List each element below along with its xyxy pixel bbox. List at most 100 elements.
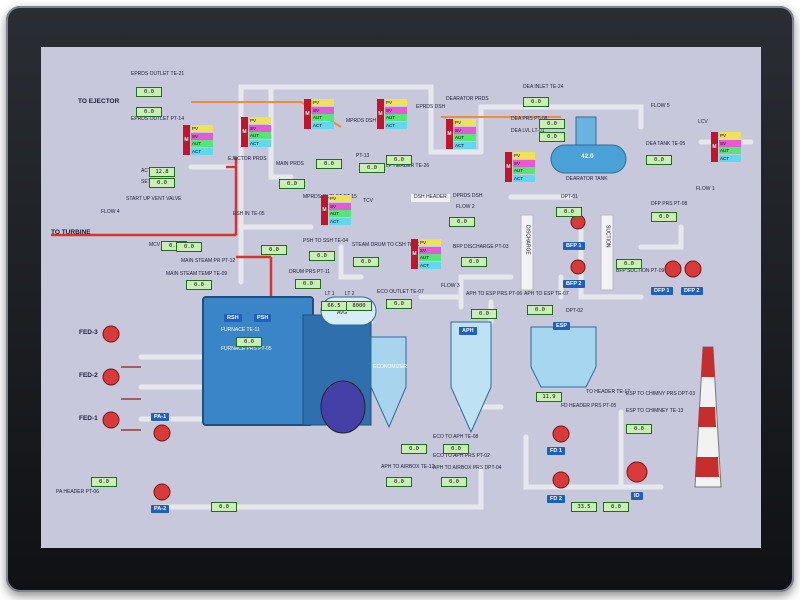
manual-mode-indicator[interactable]: M (241, 117, 248, 147)
pid-faceplate-mprds[interactable]: M PV SV AUT ACT (304, 99, 334, 129)
aph-to-airbox-pr-label: APH TO AIRBOX PRS DPT-04 (433, 465, 502, 471)
pv-row: PV (385, 99, 407, 106)
pid-faceplate-lcv[interactable]: M PV SV AUT ACT (711, 132, 741, 162)
value-readout: 0.0 (386, 299, 412, 309)
bfp1-tag[interactable]: BFP 1 (563, 242, 585, 250)
sv-row: SV (329, 202, 351, 210)
bfp2-tag[interactable]: BFP 2 (563, 280, 585, 288)
dprds-dsh-label: DPRDS DSH (453, 193, 483, 199)
pid-faceplate-tcv[interactable]: M PV SV AUT ACT (321, 195, 351, 225)
value-readout: 0.0 (443, 444, 469, 454)
value-readout: 0.0 (527, 305, 553, 315)
lt2-value: 8000 (346, 301, 372, 311)
manual-mode-indicator[interactable]: M (411, 239, 418, 269)
value-readout: 0.0 (136, 107, 162, 117)
flow2-label: FLOW 2 (456, 204, 475, 210)
pa1-tag[interactable]: PA-1 (151, 413, 170, 421)
pv-row: PV (719, 132, 741, 139)
dfp1-tag[interactable]: DFP 1 (651, 287, 673, 295)
fd2-tag[interactable]: FD 2 (547, 495, 565, 503)
value-readout: 0.0 (353, 257, 379, 267)
sv-row: SV (419, 246, 441, 254)
pid-faceplate-ejector[interactable]: M PV SV AUT ACT (183, 125, 213, 155)
value-readout: 0.0 (556, 207, 582, 217)
discharge-label: DISCHARGE (524, 225, 531, 255)
aph-to-esp-label: APH TO ESP PRS PT-06 (466, 291, 523, 297)
lt1-value: 66.5 (321, 301, 347, 311)
value-readout: 0.0 (236, 337, 262, 347)
bfp-suction-label: BFP SUCTION PT-09 (616, 268, 665, 274)
sv-row: SV (513, 159, 535, 167)
fd1-tag[interactable]: FD 1 (547, 447, 565, 455)
psh-tag[interactable]: PSH (254, 314, 272, 322)
fed2-label[interactable]: FED-2 (79, 372, 98, 379)
manual-mode-indicator[interactable]: M (711, 132, 718, 162)
manual-mode-indicator[interactable]: M (377, 99, 384, 129)
aph-to-airbox-label: APH TO AIRBOX TE-12 (381, 464, 435, 470)
pid-faceplate-eprds[interactable]: M PV SV AUT ACT (377, 99, 407, 129)
value-readout: 0.0 (386, 477, 412, 487)
eprds-outlet-pt-label: EPRDS OUTLET PT-14 (131, 116, 184, 122)
value-readout: 0.0 (309, 251, 335, 261)
eprds-dsh-label: EPRDS DSH (416, 104, 446, 110)
esp-to-chimney-label: ESP TO CHIMNEY TE-13 (626, 408, 684, 414)
flow1-label: FLOW 1 (696, 186, 715, 192)
dea-inlet-label: DEA INLET TE-24 (523, 84, 564, 90)
manual-mode-indicator[interactable]: M (321, 195, 328, 225)
lt1-label: LT 1 (325, 291, 335, 297)
manual-mode-indicator[interactable]: M (446, 119, 453, 149)
set-label: SET (141, 179, 151, 185)
manual-mode-indicator[interactable]: M (505, 152, 512, 182)
aut-row: AUT (329, 210, 351, 217)
fed1-label[interactable]: FED-1 (79, 415, 98, 422)
id-tag[interactable]: ID (631, 492, 643, 500)
eco-outlet-label: ECO OUTLET TE-07 (377, 289, 424, 295)
value-readout: 0.0 (295, 279, 321, 289)
manual-mode-indicator[interactable]: M (183, 125, 190, 155)
pa2-tag[interactable]: PA-2 (151, 505, 170, 513)
pid-faceplate-fcv[interactable]: M PV SV AUT ACT (411, 239, 441, 269)
furnace-temp-label: FURNACE TE-11 (221, 327, 260, 333)
value-readout: 0.0 (211, 502, 237, 512)
tcv-label: TCV (363, 198, 373, 204)
value-readout: 0.0 (441, 477, 467, 487)
fd-header-label: FD HEADER PRS PT-05 (561, 403, 617, 409)
act-row: ACT (249, 139, 271, 147)
prds-outlet-label: EPRDS OUTLET TE-21 (131, 71, 185, 77)
to-ejector-label: TO EJECTOR (78, 98, 120, 105)
pt13-label: PT-13 (356, 153, 370, 159)
act-row: ACT (419, 261, 441, 269)
mcv2-label: MCV 2 (149, 242, 165, 248)
act-row: ACT (719, 154, 741, 162)
value-readout: 0.0 (176, 242, 202, 252)
rsh-tag[interactable]: RSH (224, 314, 242, 322)
sv-row: SV (249, 124, 271, 132)
bfp-discharge-label: BFP DISCHARGE PT-03 (453, 244, 509, 250)
pv-row: PV (191, 125, 213, 132)
pid-faceplate-main-prds[interactable]: M PV SV AUT ACT (241, 117, 271, 147)
pid-faceplate-dea[interactable]: M PV SV AUT ACT (505, 152, 535, 182)
aut-row: AUT (191, 140, 213, 147)
main-prds-label: MAIN PRDS (276, 161, 304, 167)
value-readout: 0.0 (316, 159, 342, 169)
aph-tag[interactable]: APH (459, 327, 477, 335)
value-readout: 0.0 (261, 245, 287, 255)
deaerator-prds-label: DEARATOR PRDS (446, 96, 489, 102)
flow4-label: FLOW 4 (101, 209, 120, 215)
manual-mode-indicator[interactable]: M (304, 99, 311, 129)
dfp2-tag[interactable]: DFP 2 (681, 287, 703, 295)
esp-to-chimney-pr-label: ESP TO CHIMNY PRS DPT-03 (626, 391, 696, 397)
tank-temp: 42.0 (581, 153, 594, 160)
esp-tag[interactable]: ESP (553, 322, 571, 330)
hmi-screen: TO EJECTOR TO TURBINE EPRDS OUTLET TE-21… (41, 47, 761, 548)
sv-row: SV (191, 132, 213, 140)
value-readout: 0.0 (626, 424, 652, 434)
value-readout: 0.0 (401, 444, 427, 454)
lcv-label: LCV (698, 119, 708, 125)
value-readout: 0.0 (646, 155, 672, 165)
fed3-label[interactable]: FED-3 (79, 329, 98, 336)
id-set-value: 0.0 (603, 502, 629, 512)
value-readout: 0.0 (449, 217, 475, 227)
set-value: 0.0 (149, 178, 175, 188)
pid-faceplate-dprds[interactable]: M PV SV AUT ACT (446, 119, 476, 149)
